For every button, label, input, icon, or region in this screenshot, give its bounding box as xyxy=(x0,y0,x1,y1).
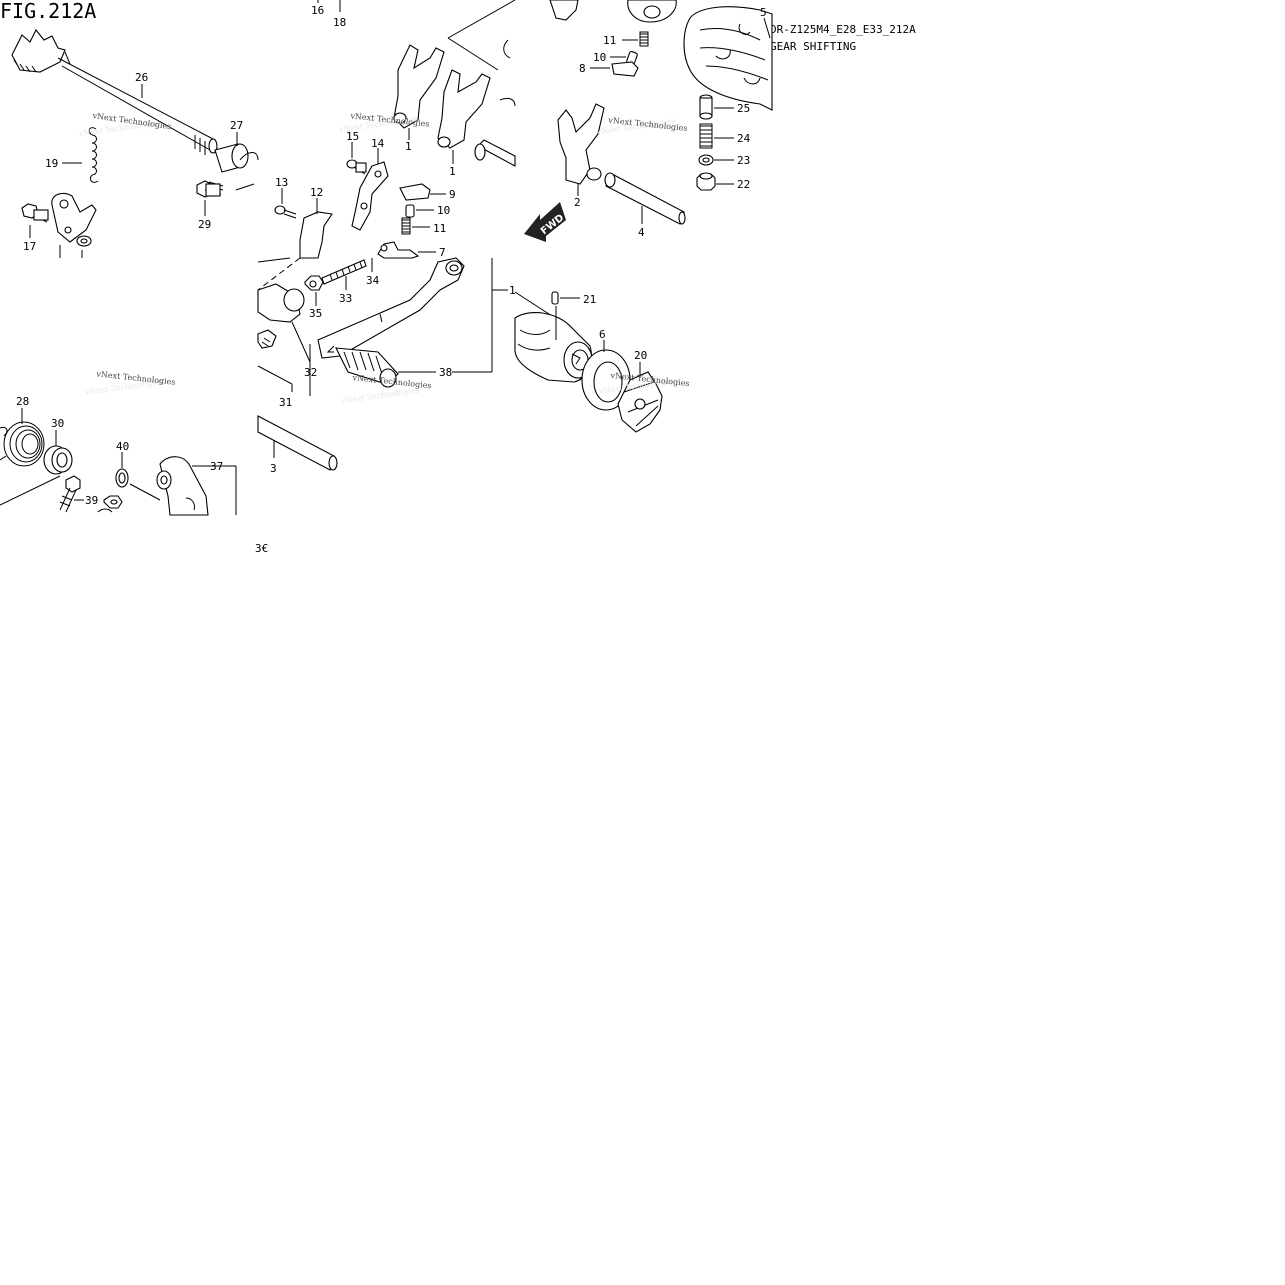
part-star-cam-20 xyxy=(617,371,663,433)
part-collar-27 xyxy=(214,143,249,173)
callout-35: 35 xyxy=(309,307,322,320)
callout-36: 3€ xyxy=(255,542,268,555)
callout-16: 16 xyxy=(311,4,324,17)
callout-11b: 11 xyxy=(603,34,616,47)
tile-middle-right: 21 6 20 vNext Technologies vNext Technol… xyxy=(514,291,690,433)
part-rod-3 xyxy=(257,415,338,471)
callout-39: 39 xyxy=(85,494,98,507)
part-plate-14 xyxy=(351,161,389,231)
part-rod-33 xyxy=(321,259,367,285)
tile-center: 32 31 35 33 34 38 xyxy=(257,257,516,475)
callout-9: 9 xyxy=(449,188,456,201)
tile-top-middle: 16 18 1 1 15 xyxy=(274,0,516,259)
callout-25: 25 xyxy=(737,102,750,115)
tile-top-left: 26 19 27 29 17 vNext Technologies vNext … xyxy=(11,28,259,258)
figure-code: DR-Z125M4_E28_E33_212A xyxy=(770,23,916,36)
figure-name: GEAR SHIFTING xyxy=(770,40,856,53)
callout-29: 29 xyxy=(198,218,211,231)
callout-30: 30 xyxy=(51,417,64,430)
callout-1c: 1 xyxy=(509,284,516,297)
callout-23: 23 xyxy=(737,154,750,167)
part-cam-end xyxy=(514,306,593,383)
callout-5: 5 xyxy=(760,6,767,19)
tile-top-right: 5 11 10 8 2 4 FWD xyxy=(524,0,773,242)
svg-text:vNext Technologies: vNext Technologies xyxy=(339,386,420,406)
callout-6: 6 xyxy=(599,328,606,341)
callout-34: 34 xyxy=(366,274,380,287)
part-shift-pedal-38 xyxy=(317,257,465,388)
part-ball-joint-32 xyxy=(257,283,305,349)
part-pin-25 xyxy=(699,94,713,120)
callout-7: 7 xyxy=(439,246,446,259)
fwd-arrow-icon: FWD xyxy=(524,202,566,242)
callout-28: 28 xyxy=(16,395,29,408)
callout-21: 21 xyxy=(583,293,596,306)
callout-33: 33 xyxy=(339,292,352,305)
part-lever-7 xyxy=(377,241,420,259)
callout-10a: 10 xyxy=(437,204,450,217)
callout-13: 13 xyxy=(275,176,288,189)
callout-31: 31 xyxy=(279,396,292,409)
watermark-4: vNext Technologies vNext Technologies xyxy=(83,369,176,397)
callout-18: 18 xyxy=(333,16,346,29)
part-bolt-17 xyxy=(21,203,49,223)
callout-22: 22 xyxy=(737,178,750,191)
callout-4: 4 xyxy=(638,226,645,239)
part-screw-13 xyxy=(274,205,297,219)
callout-20: 20 xyxy=(634,349,647,362)
callout-2: 2 xyxy=(574,196,581,209)
part-spring-28 xyxy=(0,421,45,467)
callout-17: 17 xyxy=(23,240,36,253)
callout-12: 12 xyxy=(310,186,323,199)
callout-14: 14 xyxy=(371,137,385,150)
part-lever-37 xyxy=(156,456,209,516)
watermark-1: vNext Technologies vNext Technologies xyxy=(77,111,172,138)
part-shift-fork-2 xyxy=(557,103,605,185)
callout-8: 8 xyxy=(579,62,586,75)
part-shaft-26 xyxy=(11,28,218,155)
part-pawl-12 xyxy=(299,211,333,259)
part-shift-fork-1a xyxy=(393,44,445,129)
part-shift-fork-1b xyxy=(437,69,491,149)
part-screw-15 xyxy=(346,159,367,175)
part-shift-cam-5 xyxy=(683,6,773,111)
callout-10b: 10 xyxy=(593,51,606,64)
part-spring-19 xyxy=(88,127,99,183)
callout-11a: 11 xyxy=(433,222,446,235)
callout-27: 27 xyxy=(230,119,243,132)
tile-middle-left: 28 30 39 40 xyxy=(0,369,237,516)
callout-3: 3 xyxy=(270,462,277,475)
callout-26: 26 xyxy=(135,71,148,84)
callout-24: 24 xyxy=(737,132,751,145)
part-rod-4 xyxy=(604,172,686,225)
callout-1a: 1 xyxy=(405,140,412,153)
callout-19: 19 xyxy=(45,157,58,170)
watermark-2: vNext Technologies vNext Technologies xyxy=(337,111,429,134)
part-bushing-30 xyxy=(43,445,73,475)
callout-40: 40 xyxy=(116,440,129,453)
callout-32: 32 xyxy=(304,366,317,379)
part-bolt-29 xyxy=(196,180,224,198)
callout-37: 37 xyxy=(210,460,223,473)
callout-1b: 1 xyxy=(449,165,456,178)
callout-38: 38 xyxy=(439,366,452,379)
part-arm-plate xyxy=(51,192,97,258)
figure-title: FIG.212A xyxy=(0,0,96,23)
watermark-3: vNext Technologies vNext Technologies xyxy=(595,116,688,137)
part-bolt-39 xyxy=(59,475,81,513)
watermark-5: vNext Technologies vNext Technologies xyxy=(339,373,432,406)
callout-15: 15 xyxy=(346,130,359,143)
part-stopper-9 xyxy=(399,183,431,201)
